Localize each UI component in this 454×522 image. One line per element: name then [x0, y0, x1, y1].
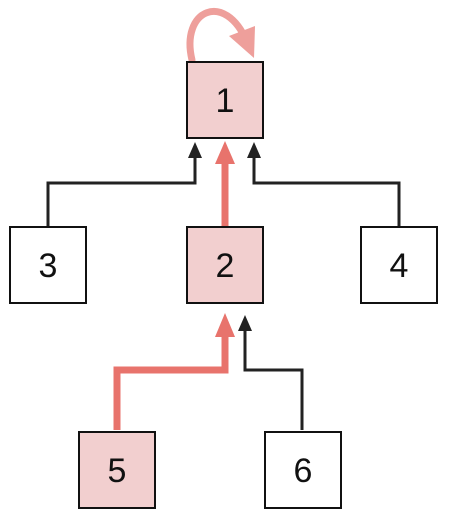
edge-4-to-1: [247, 142, 401, 226]
edge-2-to-1: [215, 141, 235, 226]
node-1: 1: [186, 61, 264, 139]
node-3: 3: [9, 226, 87, 304]
node-6-label: 6: [294, 452, 313, 490]
node-5-label: 5: [108, 452, 127, 490]
edge-3-to-1: [46, 142, 202, 226]
node-2-label: 2: [216, 247, 235, 285]
node-4-label: 4: [390, 247, 409, 285]
edge-5-to-2: [113, 313, 235, 430]
edge-6-to-2: [238, 315, 304, 430]
node-3-label: 3: [39, 247, 58, 285]
node-1-label: 1: [216, 82, 235, 120]
node-5: 5: [78, 431, 156, 509]
edge-1-self-loop: [186, 8, 255, 64]
node-2: 2: [186, 226, 264, 304]
node-6: 6: [264, 431, 342, 509]
node-4: 4: [360, 226, 438, 304]
